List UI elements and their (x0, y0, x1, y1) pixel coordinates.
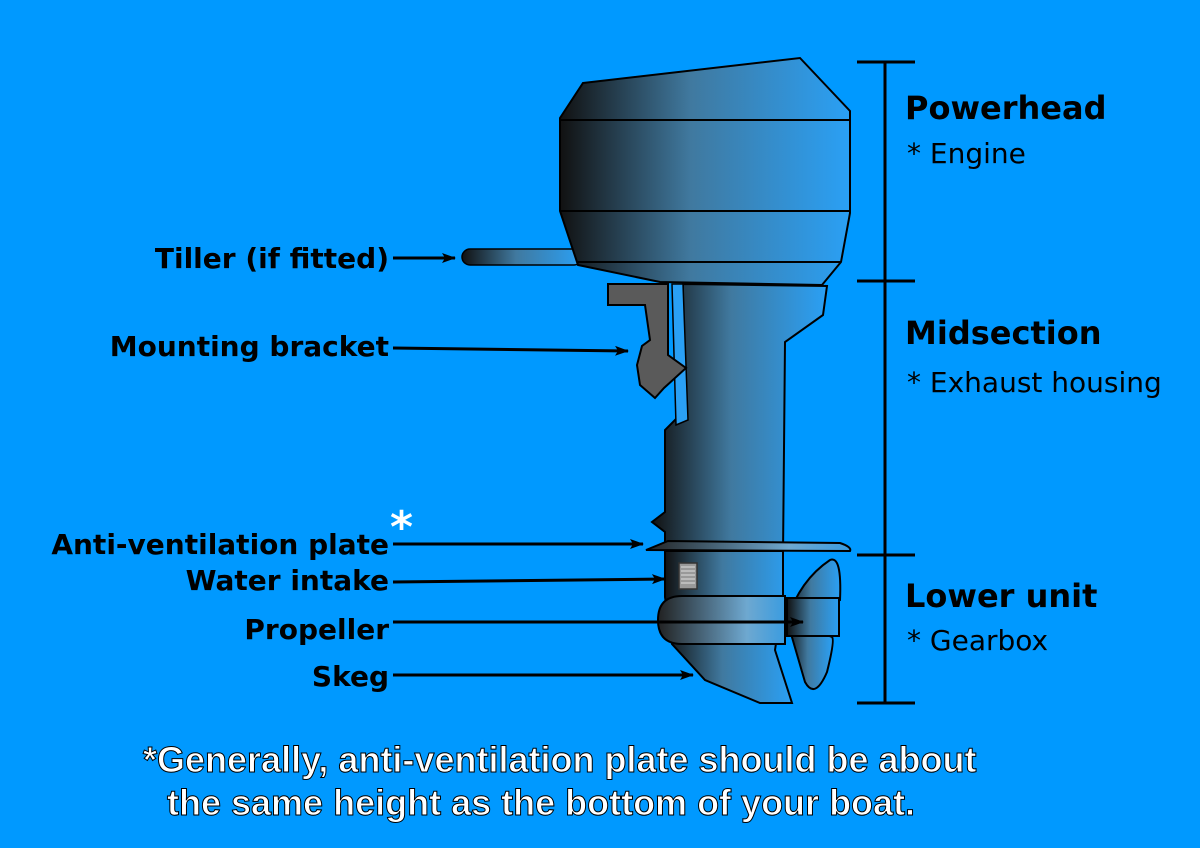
powerhead-cowl (559, 56, 851, 287)
label-mounting-bracket: Mounting bracket (110, 330, 389, 363)
section-sub-powerhead: * Engine (907, 137, 1026, 170)
label-skeg: Skeg (312, 660, 389, 693)
torpedo-gearcase (656, 595, 786, 645)
label-propeller: Propeller (244, 613, 389, 646)
section-brackets (857, 60, 915, 705)
footnote-line-2: the same height as the bottom of your bo… (167, 782, 915, 823)
label-anti-ventilation-plate: Anti-ventilation plate (51, 528, 389, 561)
intake-grille (681, 566, 695, 584)
propeller (785, 558, 842, 691)
section-sub-lower-unit: * Gearbox (907, 624, 1048, 657)
asterisk-marker: * (390, 502, 413, 553)
mounting-bracket (607, 283, 688, 400)
label-water-intake: Water intake (186, 564, 389, 597)
label-tiller: Tiller (if fitted) (155, 242, 389, 275)
section-title-powerhead: Powerhead (905, 89, 1106, 127)
section-title-midsection: Midsection (905, 314, 1101, 352)
tiller (461, 248, 583, 266)
pointer-arrows (392, 253, 804, 680)
anti-ventilation-plate (645, 539, 852, 553)
section-sub-midsection: * Exhaust housing (907, 366, 1162, 399)
footnote-line-1: *Generally, anti-ventilation plate shoul… (143, 739, 976, 780)
section-title-lower-unit: Lower unit (905, 577, 1097, 615)
